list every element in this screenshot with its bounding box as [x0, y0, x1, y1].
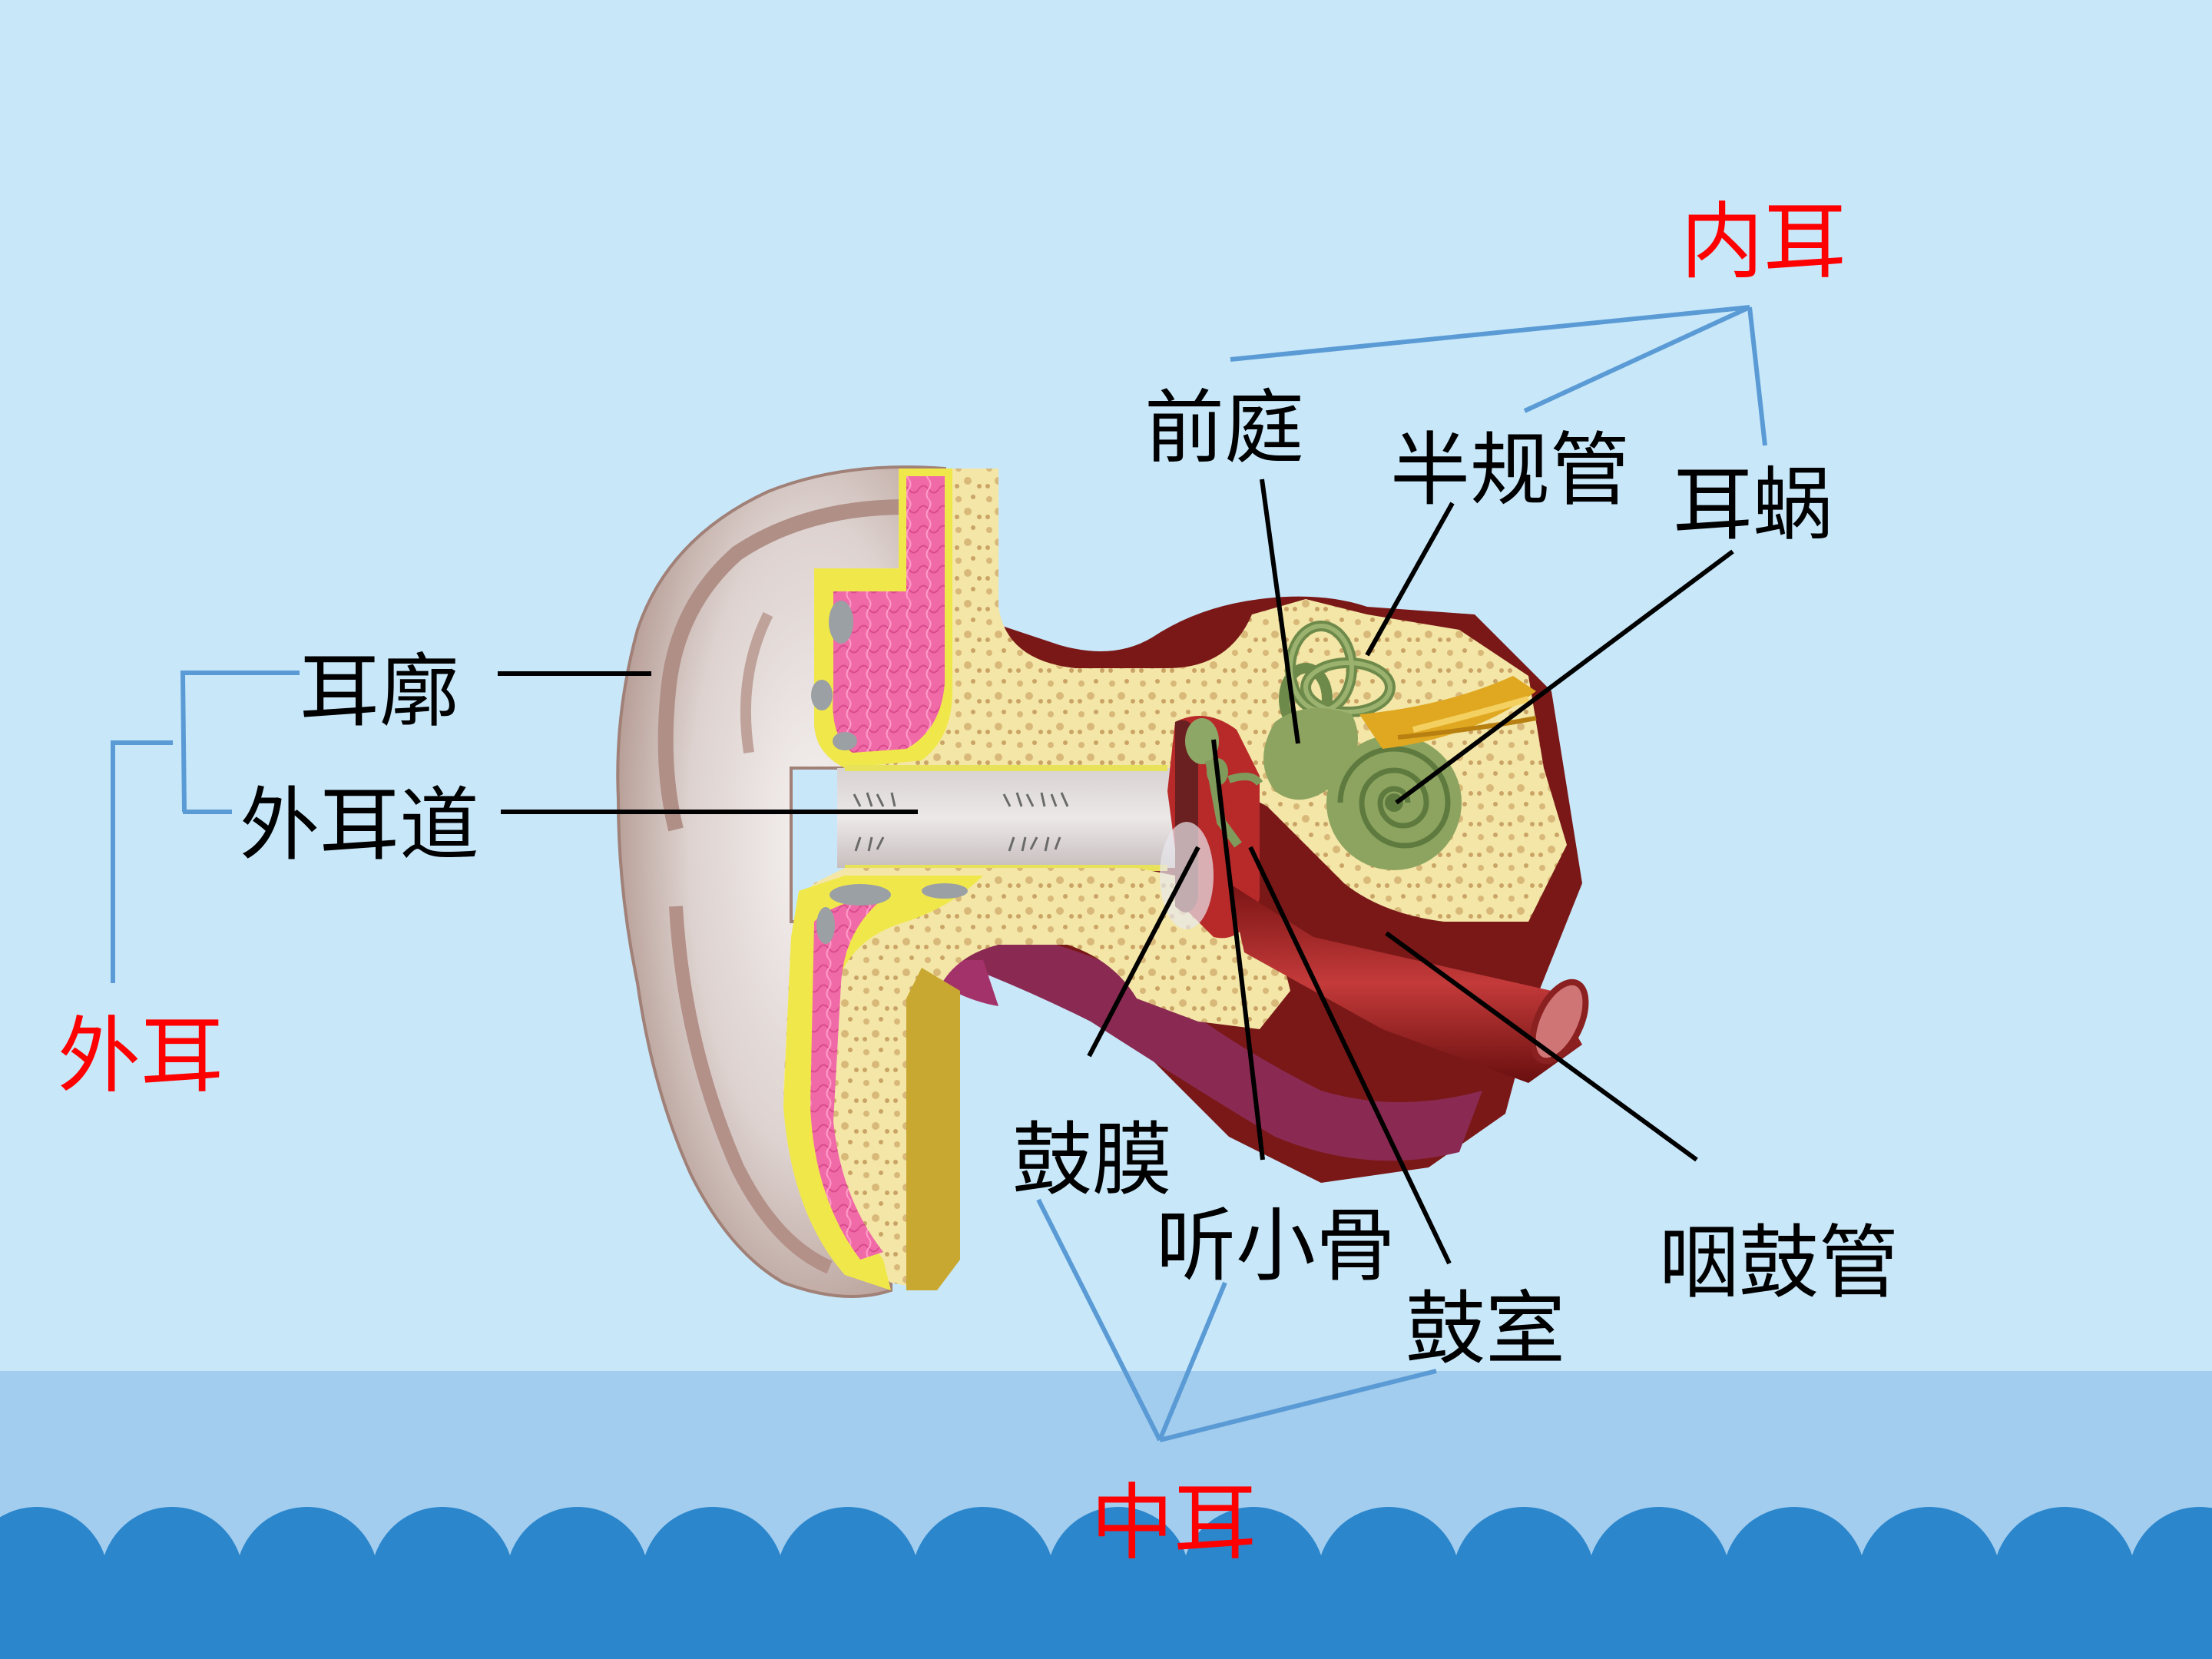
wave-scallop	[1926, 1588, 2068, 1659]
label-outer-ear: 外耳	[58, 1008, 224, 1104]
wave-scallop	[1790, 1588, 1933, 1659]
wave-scallop	[1114, 1588, 1257, 1659]
label-semicircular-canals: 半规管	[1390, 423, 1631, 517]
label-tympanic-cavity: 鼓室	[1406, 1282, 1566, 1376]
label-auricle: 耳廓	[300, 644, 460, 738]
wave-scallop	[844, 1588, 987, 1659]
wave-scallop	[1385, 1588, 1528, 1659]
wave-scallop	[574, 1588, 717, 1659]
wave-scallop	[2061, 1588, 2204, 1659]
wave-scallop	[1655, 1588, 1798, 1659]
leader-lines	[498, 478, 1734, 1265]
wave-scallop	[439, 1588, 581, 1659]
wave-scallop	[33, 1588, 176, 1659]
label-ossicles: 听小骨	[1156, 1199, 1396, 1293]
label-eardrum: 鼓膜	[1012, 1113, 1173, 1207]
ear-illustration	[616, 465, 1589, 1298]
wave-pattern	[0, 1507, 2212, 1659]
wave-scallop	[709, 1588, 852, 1659]
group-brackets	[111, 305, 1767, 1442]
wave-scallop	[168, 1588, 311, 1659]
label-inner-ear: 内耳	[1681, 194, 1847, 290]
label-vestibule: 前庭	[1144, 381, 1305, 475]
wave-scallop	[1520, 1588, 1663, 1659]
label-ear-canal: 外耳道	[240, 778, 480, 872]
wave-scallop	[303, 1588, 446, 1659]
wave-scallop	[1250, 1588, 1392, 1659]
label-cochlea: 耳蜗	[1673, 458, 1833, 551]
wave-scallop	[2196, 1614, 2212, 1659]
label-middle-ear: 中耳	[1091, 1475, 1257, 1571]
label-eustachian-tube: 咽鼓管	[1659, 1216, 1899, 1310]
wave-scallop	[0, 1594, 41, 1659]
wave-scallop	[979, 1588, 1122, 1659]
